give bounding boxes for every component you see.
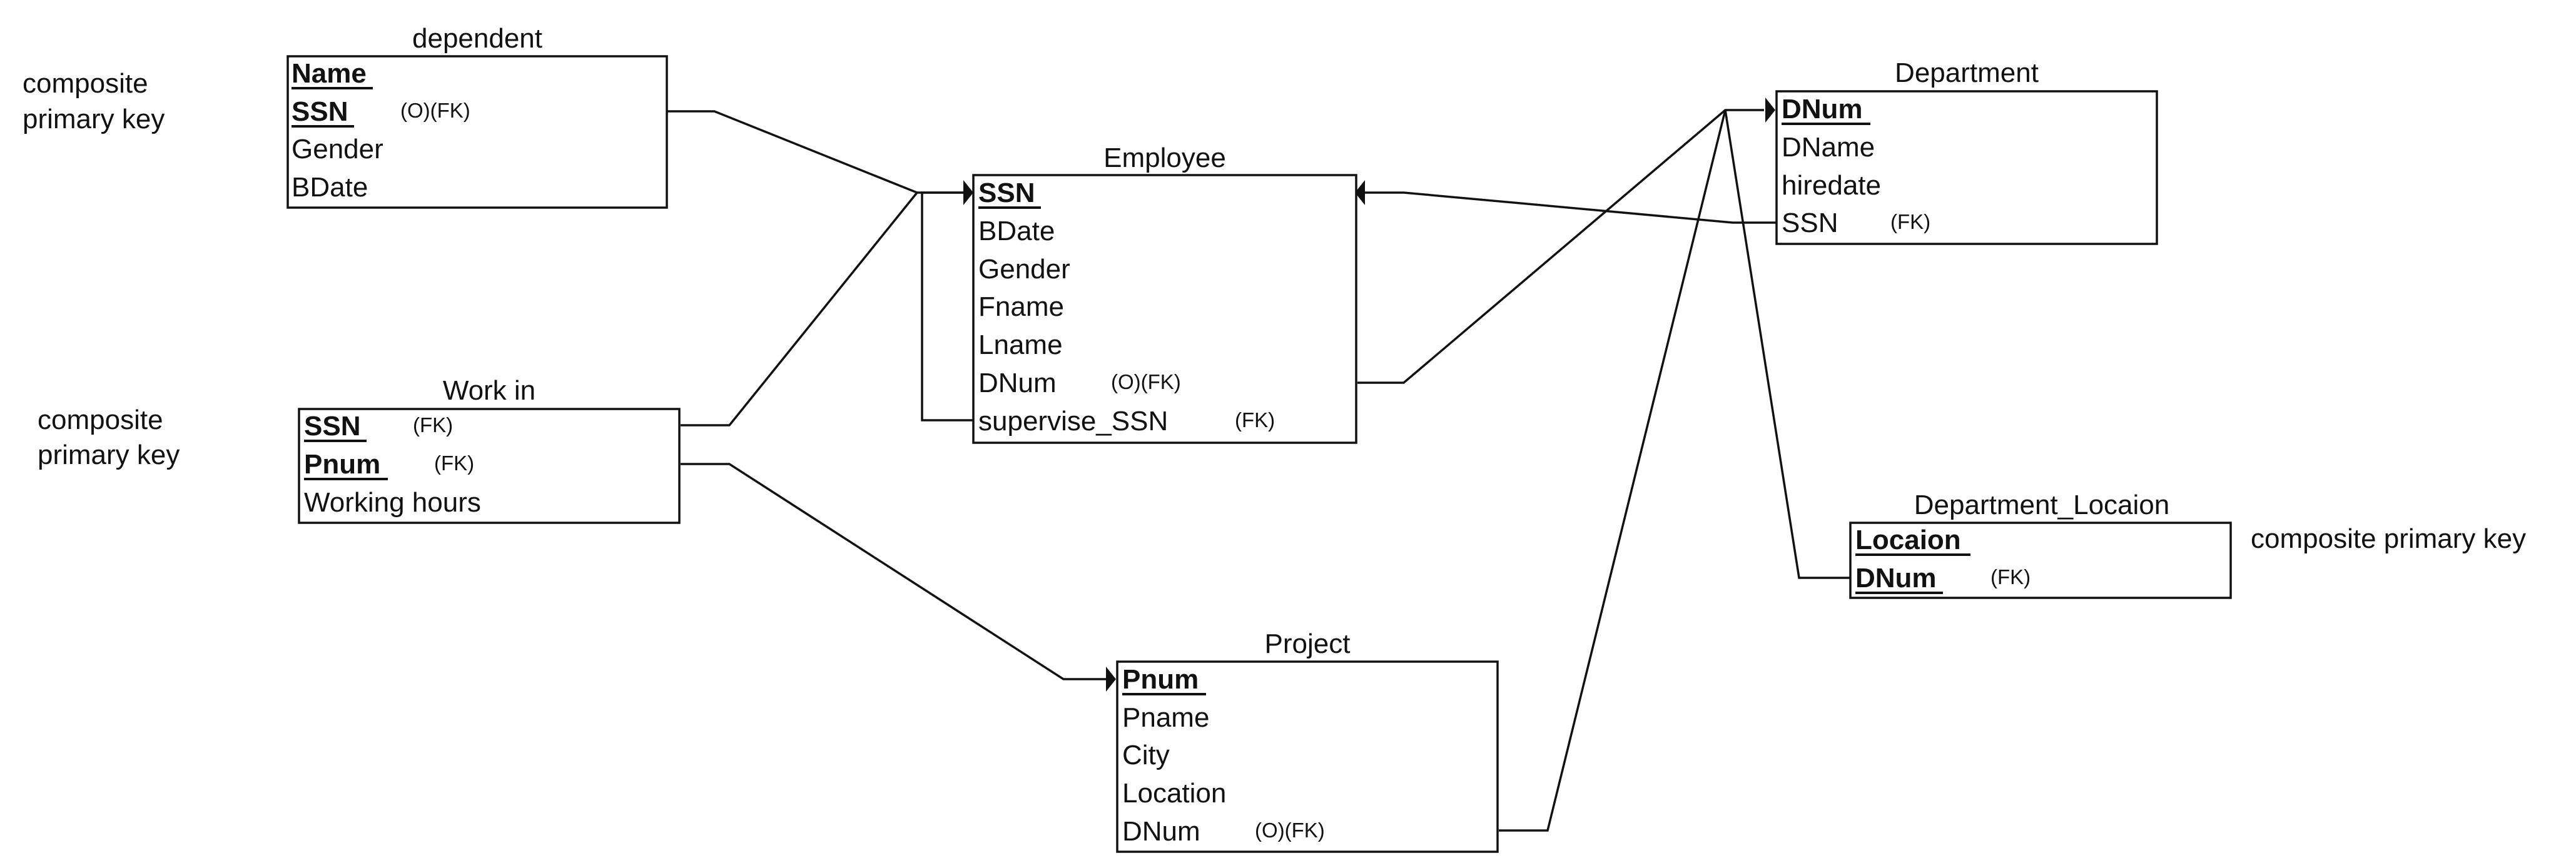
field-fname: Fname: [978, 291, 1064, 322]
annotations: composite primary key composite primary …: [23, 68, 2526, 554]
field-supervise-ssn: supervise_SSN: [978, 406, 1168, 437]
field-bdate: BDate: [978, 216, 1055, 246]
field-ssn-pk: SSN: [292, 96, 348, 127]
field-gender: Gender: [292, 134, 383, 164]
field-tag: (O)(FK): [1111, 370, 1181, 393]
entity-title: dependent: [412, 23, 542, 54]
field-tag: (FK): [413, 413, 453, 437]
field-location: Location: [1122, 778, 1226, 809]
field-dnum: DNum: [1122, 816, 1200, 847]
line-workin-to-employee: [681, 191, 918, 426]
line-workin-to-project: [681, 463, 1106, 680]
entity-title: Department_Locaion: [1914, 490, 2169, 520]
entity-department: Department DNum DName hiredate SSN (FK): [1775, 58, 2158, 245]
entity-title: Work in: [443, 375, 535, 406]
entity-title: Department: [1895, 58, 2039, 88]
field-tag: (FK): [434, 452, 474, 475]
field-dnum: DNum: [978, 368, 1057, 398]
field-dname: DName: [1782, 132, 1875, 163]
note-workin-key-line1: composite: [38, 405, 163, 435]
entity-work-in: Work in SSN (FK) Pnum (FK) Working hours: [298, 375, 681, 524]
field-tag: (O)(FK): [1255, 819, 1325, 842]
field-working-hours: Working hours: [304, 487, 481, 518]
field-pnum-pk: Pnum: [304, 449, 380, 480]
field-dnum-pk: DNum: [1855, 563, 1937, 593]
line-project-to-department: [1499, 109, 1727, 832]
field-lname: Lname: [978, 330, 1063, 360]
entity-title: Employee: [1103, 143, 1226, 173]
line-dependent-to-employee: [666, 110, 963, 194]
line-employee-to-department: [1357, 109, 1764, 384]
field-tag: (O)(FK): [400, 99, 470, 122]
entity-box: [287, 55, 668, 209]
field-location-pk: Locaion: [1855, 525, 1961, 555]
field-hiredate: hiredate: [1782, 170, 1881, 201]
field-ssn-pk: SSN: [304, 411, 360, 442]
entity-employee: Employee SSN BDate Gender Fname Lname DN…: [972, 143, 1357, 444]
line-department-to-employee: [1365, 191, 1778, 224]
note-location-key: composite primary key: [2251, 523, 2526, 554]
arrowhead-department-dnum: [1765, 98, 1775, 123]
entity-box: [1775, 90, 2158, 245]
field-city: City: [1122, 740, 1170, 770]
field-tag: (FK): [1235, 408, 1275, 432]
field-tag: (FK): [1990, 565, 2031, 588]
field-pname: Pname: [1122, 702, 1209, 733]
arrowhead-employee-ssn: [963, 180, 973, 205]
entity-title: Project: [1265, 628, 1351, 659]
arrowhead-employee-manager: [1355, 180, 1365, 205]
entity-box: [298, 408, 681, 524]
field-pnum-pk: Pnum: [1122, 664, 1199, 695]
field-tag: (FK): [1890, 210, 1930, 233]
field-bdate: BDate: [292, 172, 368, 203]
field-ssn-pk: SSN: [978, 178, 1035, 208]
entity-box: [972, 174, 1357, 444]
arrowhead-project-pnum: [1106, 667, 1116, 692]
entity-dependent: dependent Name SSN (O)(FK) Gender BDate: [287, 23, 668, 209]
line-location-to-department: [1724, 109, 1850, 579]
entity-project: Project Pnum Pname City Location DNum (O…: [1116, 628, 1499, 853]
note-workin-key-line2: primary key: [38, 440, 180, 470]
field-dnum-pk: DNum: [1782, 94, 1863, 124]
entity-department-location: Department_Locaion Locaion DNum (FK): [1849, 490, 2232, 599]
field-name-pk: Name: [292, 58, 367, 89]
note-dependent-key-line2: primary key: [23, 104, 165, 134]
field-ssn: SSN: [1782, 208, 1838, 238]
relationship-lines: [666, 98, 1850, 832]
line-employee-self-reference: [921, 191, 973, 421]
field-gender: Gender: [978, 254, 1070, 285]
note-dependent-key-line1: composite: [23, 68, 148, 99]
entity-box: [1849, 522, 2232, 599]
